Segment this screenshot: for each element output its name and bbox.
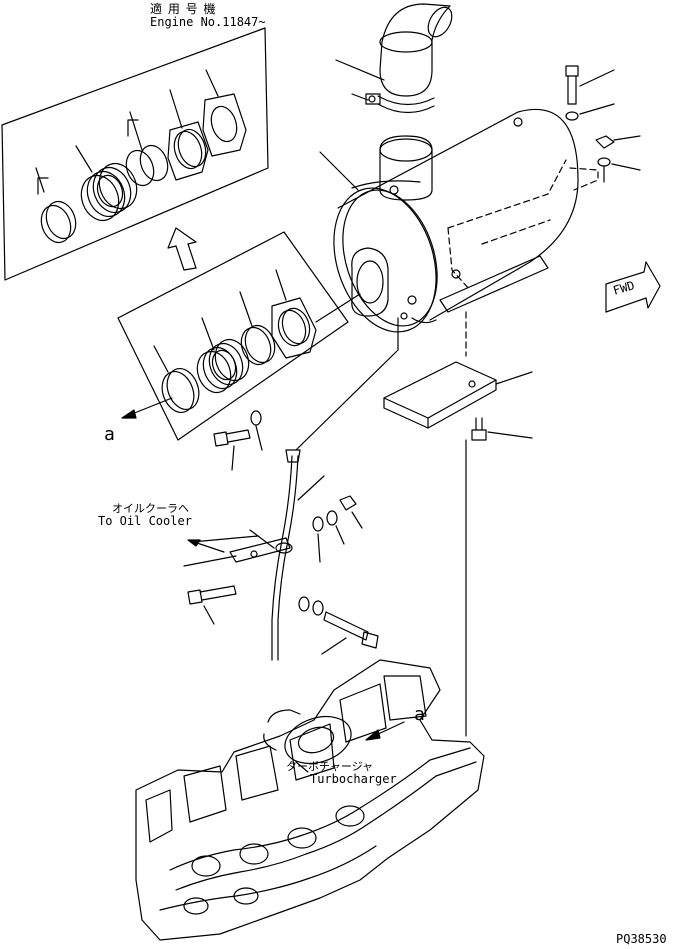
bellows-lower [196,338,250,394]
turbocharger-label-jp: ターボチャージャ [286,760,374,773]
oil-cooler-label-jp: オイルクーラヘ [112,502,189,515]
air-cleaner [319,108,599,333]
bellows-upper [80,162,138,222]
inset-box-upper [1,27,269,281]
engine-number-label: Engine No.11847~ [150,15,266,29]
oil-cooler-label-en: To Oil Cooler [98,514,192,528]
view-ref-a-turbo: a [414,704,425,725]
oil-cooler-leader [191,535,259,543]
elbow-pipe [335,3,453,97]
bolt-left-lower [187,585,237,625]
drawing-number: PQ38530 [616,932,667,946]
tube-fasteners [312,495,363,563]
view-ref-a-left: a [104,424,115,445]
hose-clamp [351,93,435,114]
applicable-label-jp: 適 用 号 機 [150,2,217,16]
turbocharger-label-en: Turbocharger [310,772,397,786]
mounting-bracket [383,311,533,429]
inset-box-lower [117,231,361,441]
engine-block [135,659,485,941]
bolt-lower-right [298,596,379,655]
oil-tube [271,449,325,661]
right-fasteners [565,65,641,183]
turbo-leader [295,761,309,773]
bolt-right [471,417,533,441]
tube-clip [183,529,291,567]
arrow-up-between-insets [167,227,197,271]
bolt-left-middle [213,410,263,471]
fwd-arrow [605,261,661,313]
